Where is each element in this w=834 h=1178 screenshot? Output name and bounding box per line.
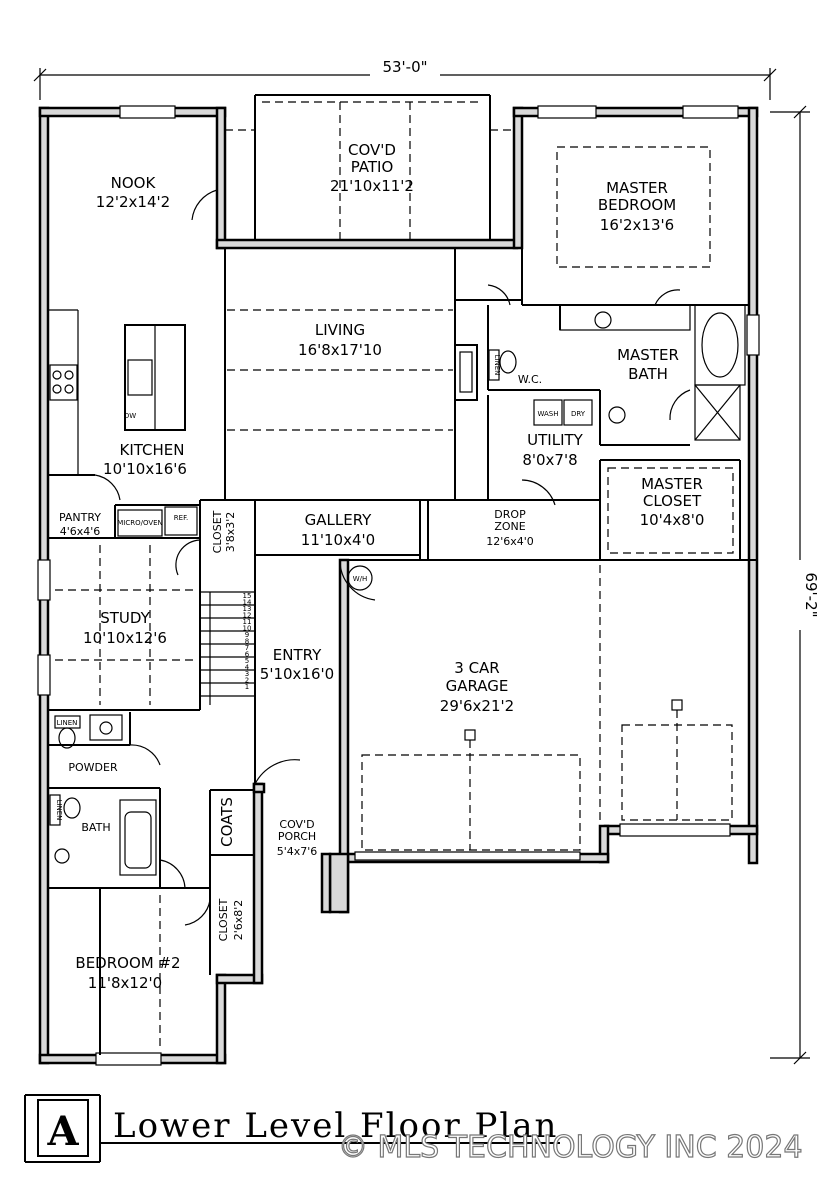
living-name: LIVING xyxy=(315,321,365,339)
utility-fixtures: WASH DRY xyxy=(533,399,593,426)
nook-size: 12'2x14'2 xyxy=(96,193,170,211)
master-closet-name-1: MASTER xyxy=(641,475,703,493)
patio-name-2: PATIO xyxy=(351,158,394,176)
room-labels: NOOK 12'2x14'2 COV'D PATIO 21'10x11'2 MA… xyxy=(59,141,704,992)
door-swings xyxy=(94,189,691,926)
bedroom2-name: BEDROOM #2 xyxy=(75,954,180,972)
master-bedroom-size: 16'2x13'6 xyxy=(600,216,674,234)
bedroom2-size: 11'8x12'0 xyxy=(88,974,162,992)
interior-walls xyxy=(48,248,757,1055)
wc-name: W.C. xyxy=(518,373,542,386)
stair-step-number: 8 xyxy=(245,638,249,646)
ceiling-lines xyxy=(55,146,734,1050)
drop-zone-name-2: ZONE xyxy=(494,520,525,533)
windows xyxy=(37,105,760,1066)
closet2-size: 2'6x8'2 xyxy=(232,900,245,941)
stair-step-number: 14 xyxy=(243,599,252,607)
master-bath-fixtures: LINEN xyxy=(488,304,746,441)
pantry-size: 4'6x4'6 xyxy=(60,525,101,538)
drop-zone-name-1: DROP xyxy=(494,508,526,521)
stair-step-number: 6 xyxy=(245,651,250,659)
kitchen-name: KITCHEN xyxy=(120,441,185,459)
overall-width-label: 53'-0" xyxy=(382,58,427,76)
study-name: STUDY xyxy=(100,609,150,627)
dimension-top: 53'-0" xyxy=(33,58,777,100)
closet2-name: CLOSET xyxy=(217,898,230,941)
garage-fixtures xyxy=(361,699,733,851)
linen-label-2: LINEN xyxy=(57,719,78,727)
stair-step-number: 2 xyxy=(245,677,249,685)
patio-area xyxy=(225,94,514,240)
water-heater: W/H xyxy=(347,565,373,591)
porch-size: 5'4x7'6 xyxy=(277,845,318,858)
garage-name-1: 3 CAR xyxy=(454,659,499,677)
dw-label: DW xyxy=(124,412,136,420)
stair-step-number: 5 xyxy=(245,657,249,665)
overall-depth-label: 69'-2" xyxy=(802,572,820,617)
stair-step-number: 11 xyxy=(243,618,252,626)
porch-name-2: PORCH xyxy=(278,830,316,843)
master-bath-name-2: BATH xyxy=(628,365,668,383)
living-size: 16'8x17'10 xyxy=(298,341,382,359)
dry-label: DRY xyxy=(571,410,586,418)
wh-label: W/H xyxy=(353,575,368,583)
bath-fixtures: LINEN LINEN xyxy=(49,714,157,876)
kitchen-fixtures: REF. MICRO/OVEN DW xyxy=(48,309,198,537)
gallery-size: 11'10x4'0 xyxy=(301,531,375,549)
garage-name-2: GARAGE xyxy=(446,677,509,695)
fireplace xyxy=(454,344,478,401)
closet1-size: 3'8x3'2 xyxy=(224,512,237,553)
gallery-name: GALLERY xyxy=(305,511,373,529)
stairs xyxy=(200,591,255,705)
stair-step-number: 7 xyxy=(245,644,249,652)
stair-step-number: 12 xyxy=(243,612,252,620)
stair-step-number: 13 xyxy=(243,605,252,613)
logo-letter: A xyxy=(46,1108,79,1155)
linen-label-1: LINEN xyxy=(493,355,501,376)
porch-name-1: COV'D xyxy=(279,818,314,831)
master-closet-size: 10'4x8'0 xyxy=(640,511,705,529)
dimension-right: 69'-2" xyxy=(770,105,820,1065)
closet1-name: CLOSET xyxy=(211,510,224,553)
bath-name: BATH xyxy=(81,821,110,834)
stair-step-number: 1 xyxy=(245,683,249,691)
entry-size: 5'10x16'0 xyxy=(260,665,334,683)
powder-name: POWDER xyxy=(68,761,118,774)
drop-zone-size: 12'6x4'0 xyxy=(486,535,534,548)
patio-name-1: COV'D xyxy=(348,141,396,159)
master-bedroom-name-2: BEDROOM xyxy=(598,196,676,214)
exterior-walls xyxy=(38,106,759,1065)
master-bath-name-1: MASTER xyxy=(617,346,679,364)
coats-name: COATS xyxy=(218,797,236,847)
nook-name: NOOK xyxy=(111,174,157,192)
kitchen-size: 10'10x16'6 xyxy=(103,460,187,478)
entry-name: ENTRY xyxy=(273,646,322,664)
master-closet-name-2: CLOSET xyxy=(643,492,702,510)
patio-size: 21'10x11'2 xyxy=(330,177,414,195)
refrigerator-label: REF. xyxy=(174,514,188,522)
pantry-name: PANTRY xyxy=(59,511,101,524)
stair-step-number: 4 xyxy=(245,664,250,672)
garage-size: 29'6x21'2 xyxy=(440,697,514,715)
watermark: © MLS TECHNOLOGY INC 2024 xyxy=(338,1130,803,1165)
stair-step-number: 15 xyxy=(243,592,252,600)
plan-title: Lower Level Floor Plan xyxy=(113,1106,558,1146)
linen-label-3: LINEN xyxy=(55,800,63,821)
title-block: A Lower Level Floor Plan xyxy=(24,1094,560,1163)
study-size: 10'10x12'6 xyxy=(83,629,167,647)
micro-label: MICRO/OVEN xyxy=(117,519,163,527)
master-bedroom-name-1: MASTER xyxy=(606,179,668,197)
utility-size: 8'0x7'8 xyxy=(522,451,577,469)
stair-step-number: 10 xyxy=(243,625,252,633)
stair-step-number: 9 xyxy=(245,631,249,639)
stair-step-number: 3 xyxy=(245,670,249,678)
utility-name: UTILITY xyxy=(527,431,584,449)
wash-label: WASH xyxy=(537,410,558,418)
